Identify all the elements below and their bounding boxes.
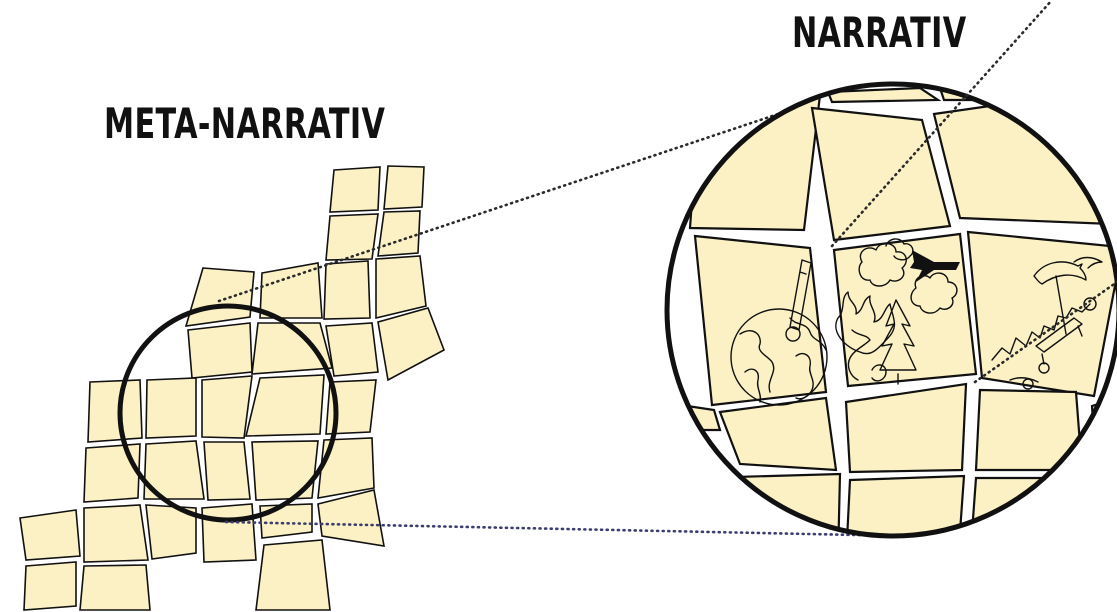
mosaic-tile	[79, 564, 151, 611]
mosaic-tile	[259, 503, 313, 539]
mosaic-tile	[259, 262, 323, 319]
narrative-zoom-view	[664, 81, 1117, 539]
narrative-tile	[698, 472, 842, 536]
mosaic-tile	[83, 504, 149, 563]
ocean-wave-icon	[991, 303, 1091, 390]
mosaic-tile	[317, 437, 375, 499]
narrative-tile	[688, 88, 822, 232]
mosaic-tile	[83, 443, 141, 503]
mosaic-tile	[23, 561, 77, 611]
meta-narrative-mosaic	[19, 165, 445, 611]
connector-bottom	[224, 520, 908, 538]
mosaic-tile	[325, 322, 379, 377]
mosaic-tile	[251, 440, 319, 501]
mosaic-tile	[377, 307, 445, 382]
mosaic-tile	[375, 255, 427, 320]
mosaic-tile	[201, 375, 253, 439]
narrative-title: NARRATIV	[792, 8, 967, 57]
connector-inner	[830, 0, 1054, 248]
wildfire-icon	[835, 291, 917, 387]
sun-lounger-icon	[1035, 297, 1097, 365]
mosaic-tile	[184, 267, 255, 327]
mosaic-tile	[323, 260, 371, 320]
mosaic-tile	[203, 441, 251, 501]
connector-right	[973, 280, 1117, 384]
meta-narrative-title: META-NARRATIV	[104, 99, 386, 148]
narrative-tile	[844, 474, 966, 536]
mosaic-tile	[329, 166, 381, 213]
connector-top	[217, 94, 834, 303]
mosaic-tile	[19, 509, 81, 561]
mosaic-tile	[145, 377, 197, 439]
mosaic-tile	[87, 379, 143, 443]
smoke-cloud-icon	[858, 238, 958, 314]
mosaic-tile	[325, 213, 379, 261]
narrative-tile	[932, 94, 1114, 226]
narrative-tile	[693, 234, 828, 407]
mosaic-tile	[325, 379, 377, 435]
narrative-tile	[810, 106, 952, 242]
zoom-focus-ring	[117, 303, 339, 523]
mosaic-tile	[377, 210, 421, 257]
narrative-tile	[826, 86, 942, 104]
mosaic-tile	[255, 539, 331, 611]
narrative-tile	[966, 230, 1117, 398]
airplane-icon	[910, 250, 960, 282]
narrative-tile	[718, 396, 838, 472]
mosaic-tile	[317, 489, 385, 547]
narrative-tile	[832, 232, 978, 388]
globe-thermometer-icon	[730, 259, 828, 406]
mosaic-tile	[187, 322, 253, 379]
mosaic-tile	[201, 503, 257, 563]
mosaic-tile	[251, 322, 334, 375]
mosaic-tile	[383, 165, 425, 210]
mosaic-tile	[244, 374, 325, 437]
narrative-tile	[844, 382, 968, 474]
